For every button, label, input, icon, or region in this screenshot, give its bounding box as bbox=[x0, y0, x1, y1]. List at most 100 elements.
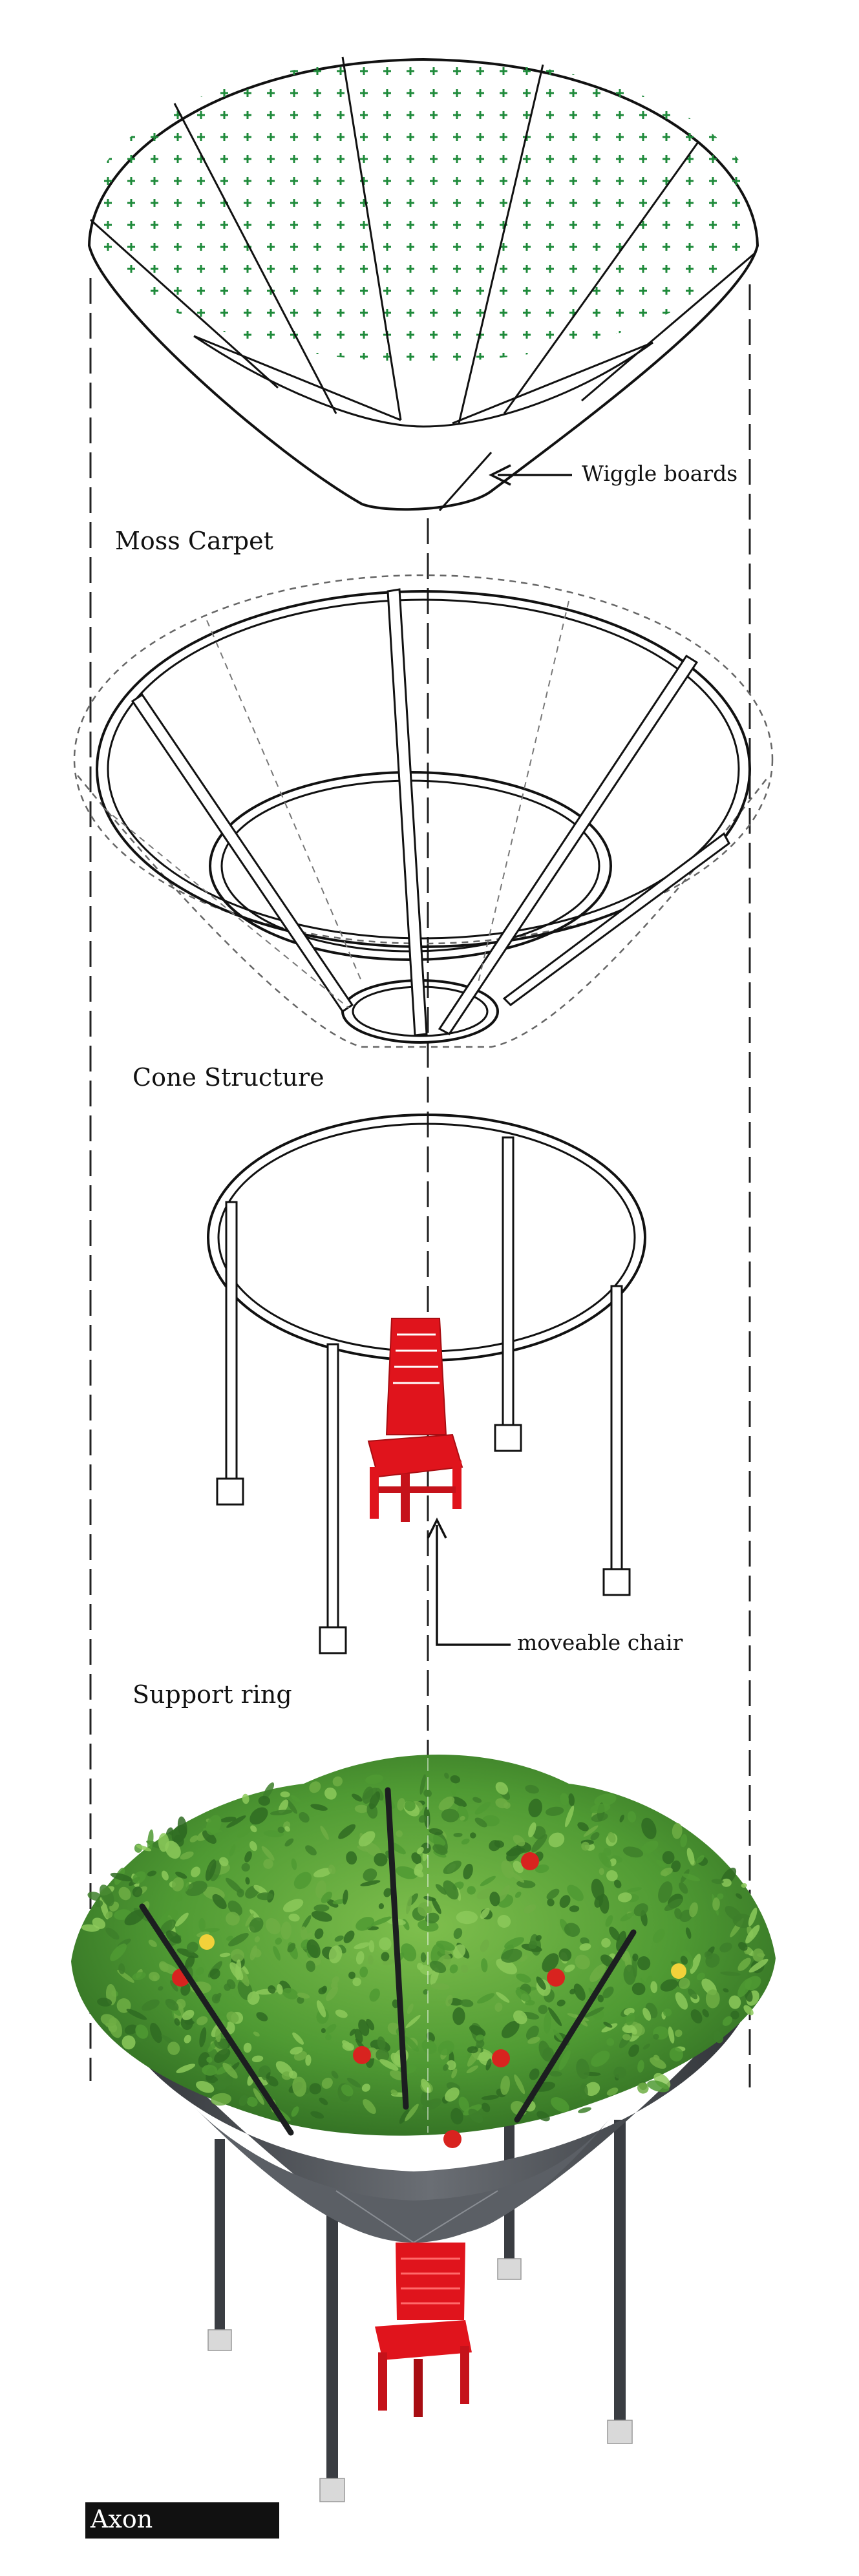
leaf-icon bbox=[328, 1945, 343, 1964]
moss-cross-icon bbox=[686, 67, 694, 75]
leaf-icon bbox=[728, 1995, 741, 2009]
leaf-icon bbox=[354, 1942, 370, 1950]
moss-cross-icon bbox=[686, 199, 694, 207]
leaf-icon bbox=[338, 1824, 356, 1839]
moss-carpet-cone bbox=[87, 56, 759, 511]
moss-cross-icon bbox=[290, 89, 298, 97]
moss-cross-icon bbox=[639, 133, 647, 141]
moss-cross-icon bbox=[616, 111, 624, 119]
moss-cross-icon bbox=[220, 221, 228, 229]
leaf-icon bbox=[513, 1861, 524, 1874]
leaf-icon bbox=[603, 1848, 611, 1856]
leaf-icon bbox=[147, 1870, 157, 1877]
leaf-icon bbox=[445, 2087, 460, 2102]
moss-cross-icon bbox=[104, 287, 112, 295]
leaf-icon bbox=[95, 1900, 103, 1908]
leaf-icon bbox=[87, 1892, 103, 1901]
leaf-icon bbox=[277, 1983, 283, 1995]
moss-cross-icon bbox=[104, 419, 112, 427]
leaf-icon bbox=[623, 1964, 637, 1985]
leaf-icon bbox=[214, 2048, 231, 2064]
leaf-icon bbox=[346, 2078, 361, 2088]
leaf-icon bbox=[368, 1940, 375, 1953]
moss-cross-icon bbox=[732, 375, 740, 383]
moss-cross-icon bbox=[430, 155, 438, 163]
moss-cross-icon bbox=[732, 155, 740, 163]
moss-cross-icon bbox=[732, 177, 740, 185]
moss-cross-icon bbox=[337, 67, 345, 75]
moss-cross-icon bbox=[500, 287, 507, 295]
flower-icon bbox=[671, 1963, 686, 1979]
leaf-icon bbox=[738, 1941, 748, 1951]
leaf-icon bbox=[404, 1800, 416, 1811]
leaf-icon bbox=[305, 1845, 317, 1855]
moss-cross-icon bbox=[639, 265, 647, 273]
moss-cross-icon bbox=[360, 309, 368, 317]
leaf-icon bbox=[725, 1906, 742, 1921]
moss-cross-icon bbox=[360, 133, 368, 141]
moss-cross-icon bbox=[290, 133, 298, 141]
moss-cross-icon bbox=[151, 265, 158, 273]
leaf-icon bbox=[421, 2040, 437, 2054]
leaf-icon bbox=[558, 2049, 571, 2071]
leaf-icon bbox=[185, 1881, 207, 1897]
moss-cross-icon bbox=[290, 309, 298, 317]
moss-cross-icon bbox=[407, 111, 414, 119]
leaf-icon bbox=[702, 2009, 709, 2018]
wiggle-board-lines bbox=[89, 56, 757, 425]
moss-cross-icon bbox=[407, 309, 414, 317]
leaf-icon bbox=[436, 1940, 455, 1951]
leaf-icon bbox=[419, 1965, 433, 1976]
leaf-icon bbox=[441, 1808, 460, 1822]
moss-cross-icon bbox=[430, 287, 438, 295]
leaf-icon bbox=[549, 2071, 562, 2077]
moss-cross-icon bbox=[220, 89, 228, 97]
moss-cross-icon bbox=[337, 243, 345, 251]
moss-cross-icon bbox=[476, 243, 484, 251]
moss-cross-icon bbox=[663, 89, 670, 97]
leaf-icon bbox=[378, 1903, 385, 1910]
moss-cross-icon bbox=[174, 67, 182, 75]
moss-cross-icon bbox=[686, 133, 694, 141]
support-ring-inner bbox=[217, 1123, 636, 1353]
moss-cross-icon bbox=[709, 243, 717, 251]
moss-cross-icon bbox=[663, 375, 670, 383]
moss-cross-icon bbox=[127, 89, 135, 97]
leaf-icon bbox=[528, 1940, 537, 1949]
moveable-chair-arrow bbox=[427, 1517, 511, 1646]
leaf-icon bbox=[358, 2019, 370, 2036]
assembled-planter bbox=[71, 1755, 776, 2502]
leaf-icon bbox=[576, 2058, 590, 2080]
leaf-icon bbox=[675, 2029, 683, 2037]
moss-cross-icon bbox=[174, 221, 182, 229]
leaf-icon bbox=[406, 1895, 412, 1914]
moss-cross-icon bbox=[174, 265, 182, 273]
moss-cross-icon bbox=[220, 265, 228, 273]
moss-cross-icon bbox=[360, 155, 368, 163]
moss-cross-icon bbox=[174, 243, 182, 251]
moss-cross-icon bbox=[127, 397, 135, 405]
moss-cross-icon bbox=[593, 441, 600, 449]
leaf-icon bbox=[590, 1803, 611, 1813]
moss-cross-icon bbox=[197, 111, 205, 119]
leaf-icon bbox=[606, 2087, 619, 2096]
leaf-icon bbox=[743, 2005, 754, 2016]
moss-cross-icon bbox=[127, 133, 135, 141]
leaf-icon bbox=[467, 1886, 476, 1895]
moss-cross-icon bbox=[593, 265, 600, 273]
moss-cross-icon bbox=[709, 199, 717, 207]
leaf-icon bbox=[381, 1952, 390, 1961]
moss-cross-icon bbox=[453, 177, 461, 185]
leaf-icon bbox=[688, 1989, 698, 2000]
leaf-icon bbox=[578, 2107, 591, 2113]
leaf-icon bbox=[696, 1855, 705, 1864]
moss-cross-icon bbox=[197, 309, 205, 317]
leaf-icon bbox=[668, 2026, 675, 2043]
leaf-icon bbox=[301, 1915, 312, 1930]
moss-cross-icon bbox=[639, 67, 647, 75]
moss-cross-icon bbox=[709, 375, 717, 383]
leaf-icon bbox=[613, 2066, 626, 2079]
moss-cross-icon bbox=[244, 155, 251, 163]
leaf-icon bbox=[184, 2034, 191, 2043]
moss-cross-icon bbox=[593, 133, 600, 141]
